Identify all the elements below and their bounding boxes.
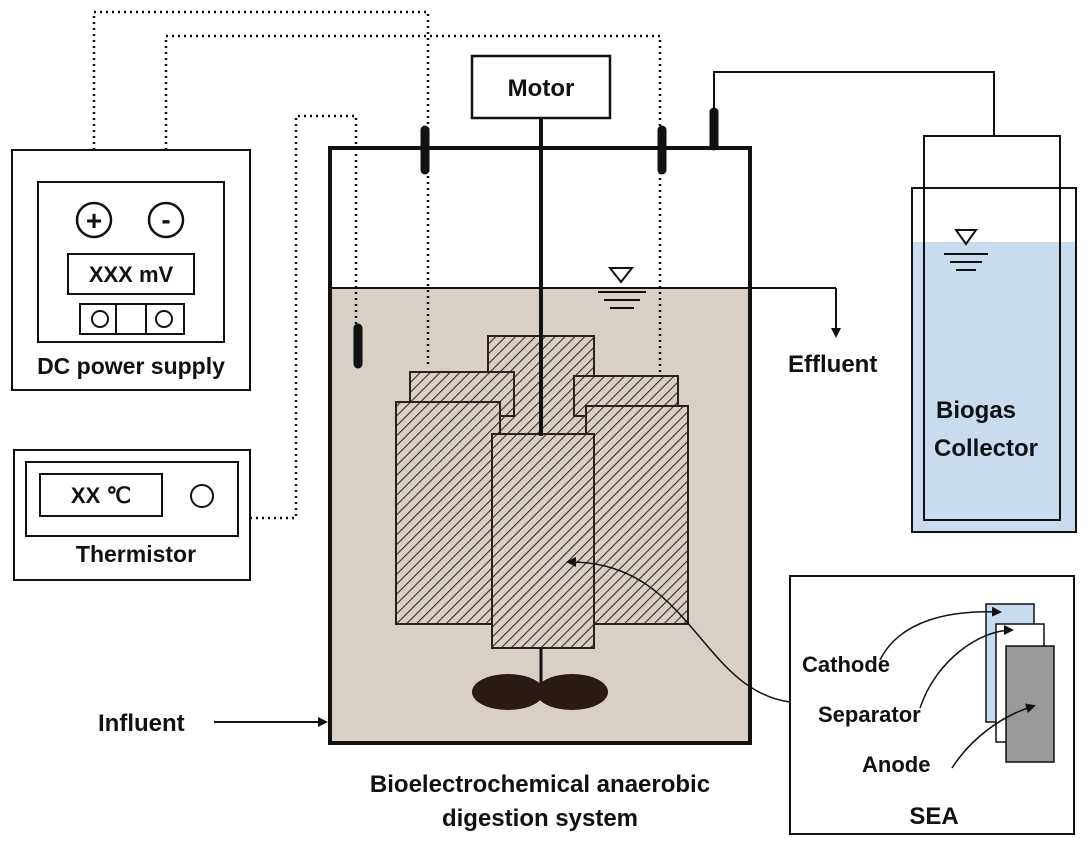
wire-positive — [92, 10, 430, 366]
thermistor-label: Thermistor — [76, 541, 196, 567]
collector-water-level-icon — [944, 229, 988, 271]
dotted-wires — [92, 10, 662, 520]
wire-thermistor — [250, 114, 358, 520]
reactor-caption-line1: Bioelectrochemical anaerobic — [370, 771, 710, 798]
effluent-label: Effluent — [788, 351, 877, 378]
biogas-label: Biogas — [936, 397, 1016, 424]
sea-anode-plate — [1005, 645, 1055, 763]
reactor-water-level-icon — [598, 267, 646, 309]
temperature-display — [39, 473, 163, 517]
influent-label: Influent — [98, 710, 185, 737]
electrode-right — [585, 405, 689, 625]
probes — [353, 107, 719, 369]
positive-terminal-symbol: + — [86, 205, 102, 236]
dc-power-supply-label: DC power supply — [37, 353, 225, 379]
temperature-display-text: XX ℃ — [71, 483, 131, 508]
sea-title: SEA — [909, 803, 958, 830]
electrode-to-sea-pointer — [566, 556, 791, 703]
voltage-display-text: XXX mV — [89, 262, 174, 287]
sea-anode-label: Anode — [862, 752, 930, 777]
influent-flow: Influent — [98, 710, 328, 737]
thermistor: XX ℃ Thermistor — [13, 449, 251, 581]
voltage-display — [67, 253, 195, 295]
negative-terminal-icon: - — [147, 201, 185, 239]
cathode-pointer — [879, 606, 1002, 661]
motor-box — [470, 54, 612, 120]
collector-outer-vessel — [911, 187, 1077, 533]
positive-terminal-icon: + — [75, 201, 113, 239]
collector-inner-vessel — [923, 135, 1061, 521]
wire-negative — [164, 34, 662, 372]
dc-switch-panel-icon — [79, 303, 185, 335]
electrode-front-center — [491, 433, 595, 649]
stirrer: Motor — [470, 54, 612, 710]
collector-label: Collector — [934, 435, 1038, 462]
reactor-caption-line2: digestion system — [442, 805, 638, 832]
negative-terminal-symbol: - — [161, 204, 170, 235]
motor-label: Motor — [508, 75, 575, 102]
sea-separator-label: Separator — [818, 702, 921, 727]
biogas-collector: Biogas Collector — [713, 71, 1077, 533]
effluent-flow: Effluent — [788, 288, 877, 378]
sea-inset: Cathode Separator Anode SEA — [789, 575, 1075, 835]
separator-pointer — [919, 625, 1014, 709]
impeller-blade-right — [536, 674, 608, 710]
electrode-left — [395, 401, 501, 625]
anode-pointer — [951, 703, 1036, 769]
gas-line — [713, 71, 995, 136]
sea-cathode-label: Cathode — [802, 652, 890, 677]
dc-power-supply: + - XXX mV DC power supply — [11, 149, 251, 391]
thermistor-knob-icon — [190, 484, 214, 508]
collector-water — [912, 242, 1076, 532]
impeller-blade-left — [472, 674, 544, 710]
